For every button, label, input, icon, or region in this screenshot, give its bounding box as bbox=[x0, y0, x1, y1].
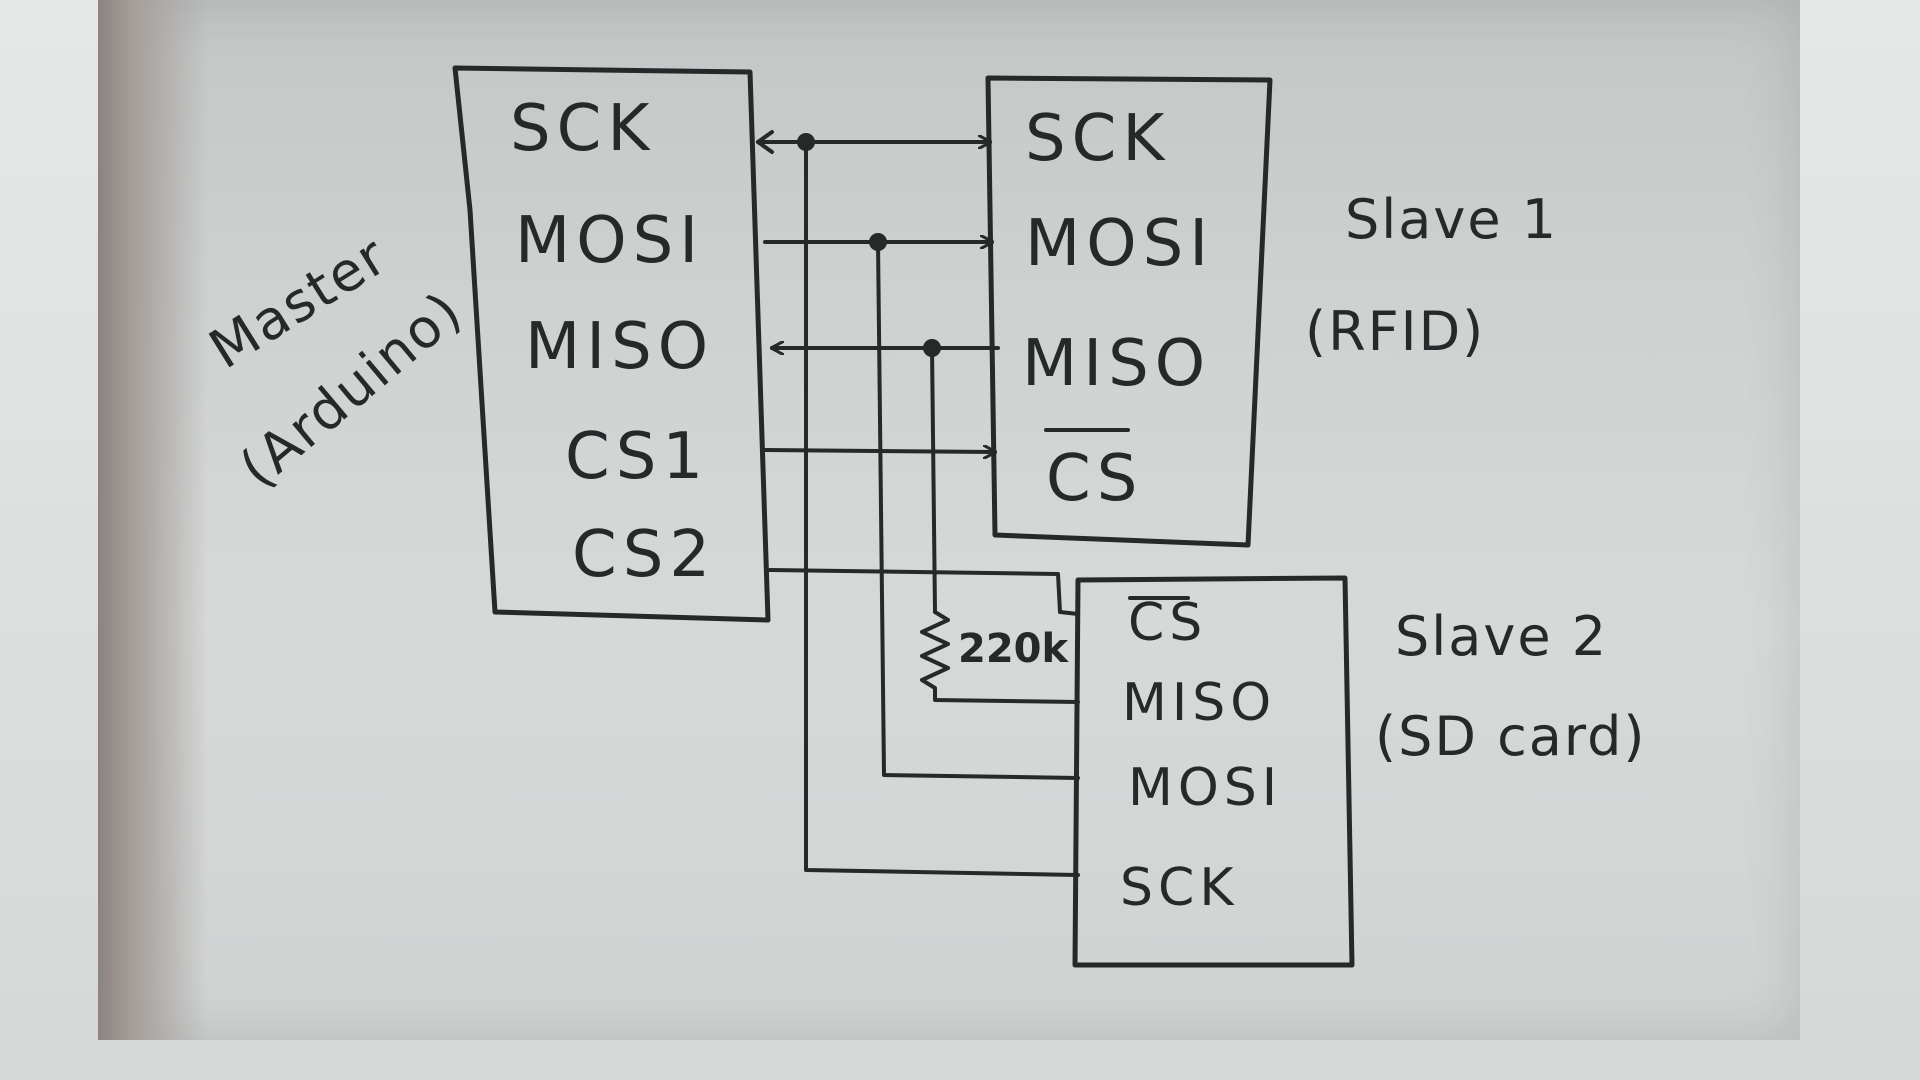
slave1-label: Slave 1 bbox=[1345, 188, 1558, 251]
master-pin-cs1: CS1 bbox=[565, 420, 709, 494]
master-pin-mosi: MOSI bbox=[515, 204, 704, 278]
slave2-box bbox=[1072, 575, 1355, 968]
slave2-pin-miso: MISO bbox=[1122, 673, 1276, 733]
miso-slave2-wire bbox=[930, 346, 937, 614]
miso-junction-dot bbox=[923, 339, 941, 357]
slave2-pin-cs: CS bbox=[1128, 593, 1207, 653]
mosi-junction-dot bbox=[869, 233, 887, 251]
slave2-pin-mosi: MOSI bbox=[1128, 758, 1282, 818]
slave2-pin-sck: SCK bbox=[1120, 858, 1238, 918]
master-pin-sck: SCK bbox=[510, 92, 655, 166]
master-box bbox=[452, 65, 771, 623]
monitor-bezel bbox=[98, 0, 208, 1040]
mosi-slave2-wire bbox=[876, 240, 1080, 780]
slave1-pin-sck: SCK bbox=[1025, 102, 1170, 176]
resistor-label: 220k bbox=[958, 626, 1069, 672]
sck-junction-dot bbox=[797, 133, 815, 151]
cs1-wire bbox=[763, 450, 995, 452]
slave1-sublabel: (RFID) bbox=[1305, 300, 1485, 363]
slave2-sublabel: (SD card) bbox=[1375, 705, 1646, 768]
cs2-wire bbox=[768, 568, 1080, 616]
slave2-label: Slave 2 bbox=[1395, 605, 1608, 668]
monitor-screen bbox=[98, 0, 1800, 1040]
master-pin-miso: MISO bbox=[525, 310, 714, 384]
slave1-box bbox=[985, 75, 1273, 548]
slave1-pin-cs: CS bbox=[1046, 442, 1143, 516]
resistor-symbol bbox=[920, 610, 1080, 704]
slave1-pin-mosi: MOSI bbox=[1025, 207, 1214, 281]
master-pin-cs2: CS2 bbox=[572, 518, 716, 592]
slave1-pin-miso: MISO bbox=[1022, 327, 1211, 401]
sck-slave2-wire bbox=[804, 140, 1080, 877]
